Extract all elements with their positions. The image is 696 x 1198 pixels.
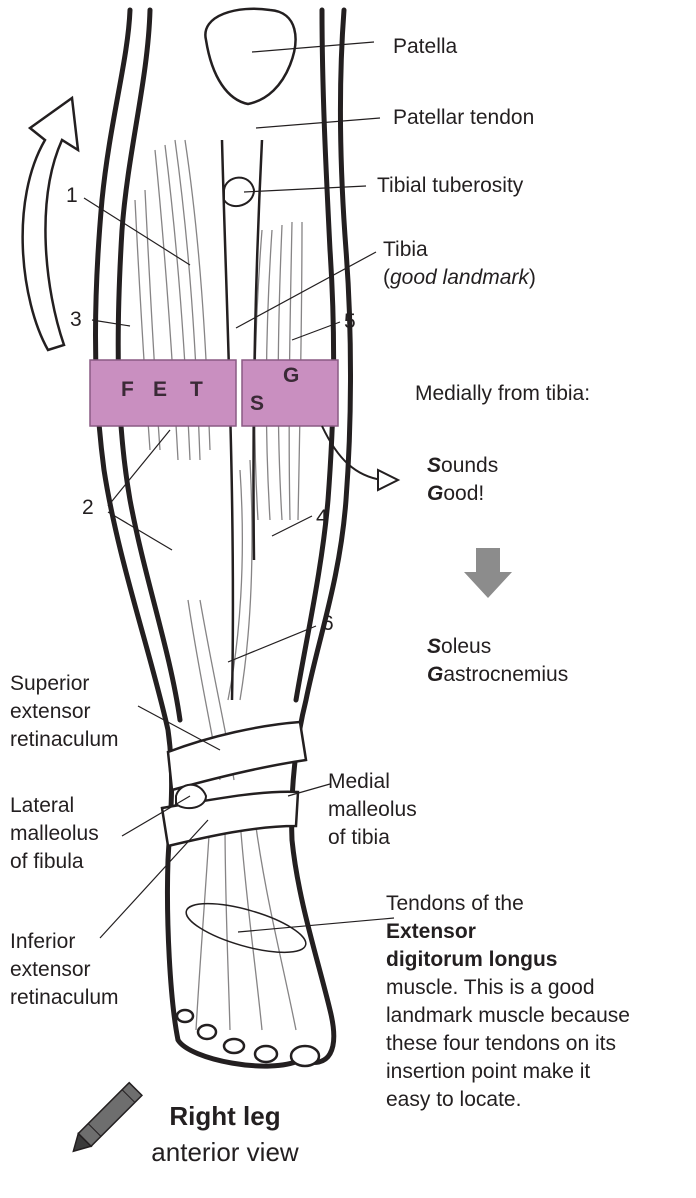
label-lateral-malleolus: Lateral malleolus of fibula bbox=[10, 792, 99, 876]
band-letter-f: F bbox=[121, 378, 134, 402]
label-tibia-line1: Tibia bbox=[383, 236, 536, 264]
superior-retinaculum-shape bbox=[168, 722, 306, 790]
caption-title: Right leg bbox=[150, 1100, 300, 1132]
label-patella: Patella bbox=[393, 33, 457, 61]
number-4: 4 bbox=[316, 506, 328, 530]
number-3: 3 bbox=[70, 308, 82, 332]
toe-nails bbox=[177, 1010, 319, 1066]
band-letter-s: S bbox=[250, 392, 264, 416]
band-letter-g: G bbox=[283, 364, 299, 388]
number-6: 6 bbox=[322, 612, 334, 636]
band-letter-t: T bbox=[190, 378, 203, 402]
label-medially-from-tibia: Medially from tibia: bbox=[415, 380, 590, 408]
label-inferior-extensor-retinaculum: Inferior extensor retinaculum bbox=[10, 928, 119, 1012]
number-5: 5 bbox=[344, 310, 356, 334]
label-patellar-tendon: Patellar tendon bbox=[393, 104, 534, 132]
down-arrow-icon bbox=[464, 548, 512, 598]
label-soleus-gastrocnemius: Soleus Gastrocnemius bbox=[427, 633, 568, 689]
mnemonic-soleus: Soleus bbox=[427, 633, 568, 661]
patella-shape bbox=[205, 9, 295, 104]
label-tibia-line2: (good landmark) bbox=[383, 264, 536, 292]
mnemonic-gastrocnemius: Gastrocnemius bbox=[427, 661, 568, 689]
caption-subtitle: anterior view bbox=[120, 1136, 330, 1168]
label-medial-malleolus: Medial malleolus of tibia bbox=[328, 768, 417, 852]
number-1: 1 bbox=[66, 184, 78, 208]
mnemonic-good: Good! bbox=[427, 480, 498, 508]
band-letter-e: E bbox=[153, 378, 167, 402]
label-sounds-good: Sounds Good! bbox=[427, 452, 498, 508]
number-2: 2 bbox=[82, 496, 94, 520]
leg-detail-lines bbox=[135, 140, 302, 1030]
lateral-malleolus-shape bbox=[176, 785, 206, 808]
label-tibial-tuberosity: Tibial tuberosity bbox=[377, 172, 523, 200]
label-extensor-digitorum-longus: Tendons of the Extensor digitorum longus… bbox=[386, 890, 630, 1114]
mnemonic-sounds: Sounds bbox=[427, 452, 498, 480]
label-tibia: Tibia (good landmark) bbox=[383, 236, 536, 292]
label-superior-extensor-retinaculum: Superior extensor retinaculum bbox=[10, 670, 119, 754]
